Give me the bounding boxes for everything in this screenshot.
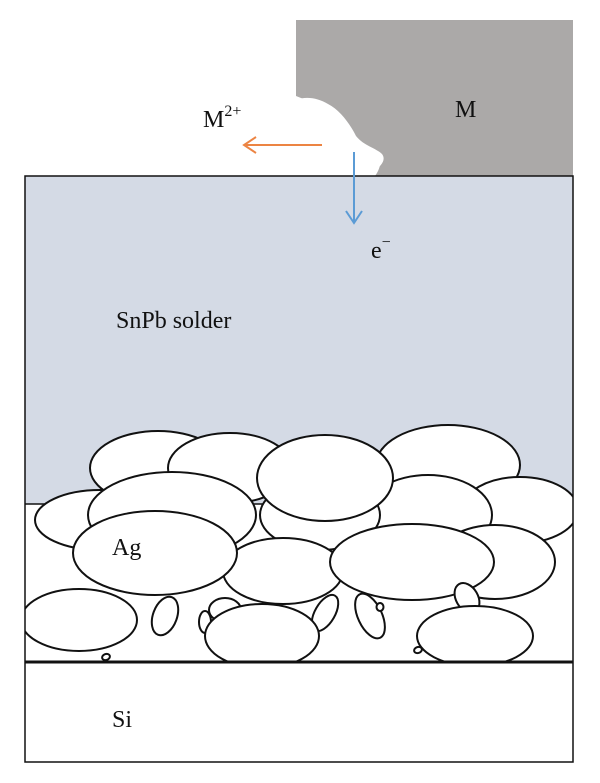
electron-label-base: e (371, 238, 382, 264)
electron-label: e− (371, 234, 391, 264)
silver-grain (416, 605, 534, 662)
silver-grains (25, 424, 573, 662)
metal-region (296, 20, 573, 176)
silver-grain (329, 523, 495, 601)
silver-label: Ag (112, 535, 141, 561)
electron-arrow (345, 152, 363, 225)
ion-label: M2+ (203, 103, 241, 133)
ion-label-charge: 2+ (224, 103, 241, 120)
silver-grain (25, 588, 138, 652)
silver-grain (204, 603, 320, 662)
metal-block (296, 20, 573, 176)
silver-grain (150, 595, 180, 637)
silver-grain (375, 602, 385, 612)
silver-grain (101, 652, 111, 662)
metal-label: M (455, 97, 476, 123)
electron-label-charge: − (382, 234, 391, 251)
ion-arrow (242, 136, 322, 154)
ion-label-base: M (203, 107, 224, 133)
structure-outline (24, 175, 574, 763)
solder-label: SnPb solder (116, 308, 231, 334)
silver-grain (222, 537, 344, 605)
corrosion-zone (296, 97, 384, 176)
silver-grain (256, 434, 394, 522)
silver-grain (72, 510, 238, 596)
silicon-layer (25, 662, 573, 762)
silicon-label: Si (112, 707, 132, 733)
